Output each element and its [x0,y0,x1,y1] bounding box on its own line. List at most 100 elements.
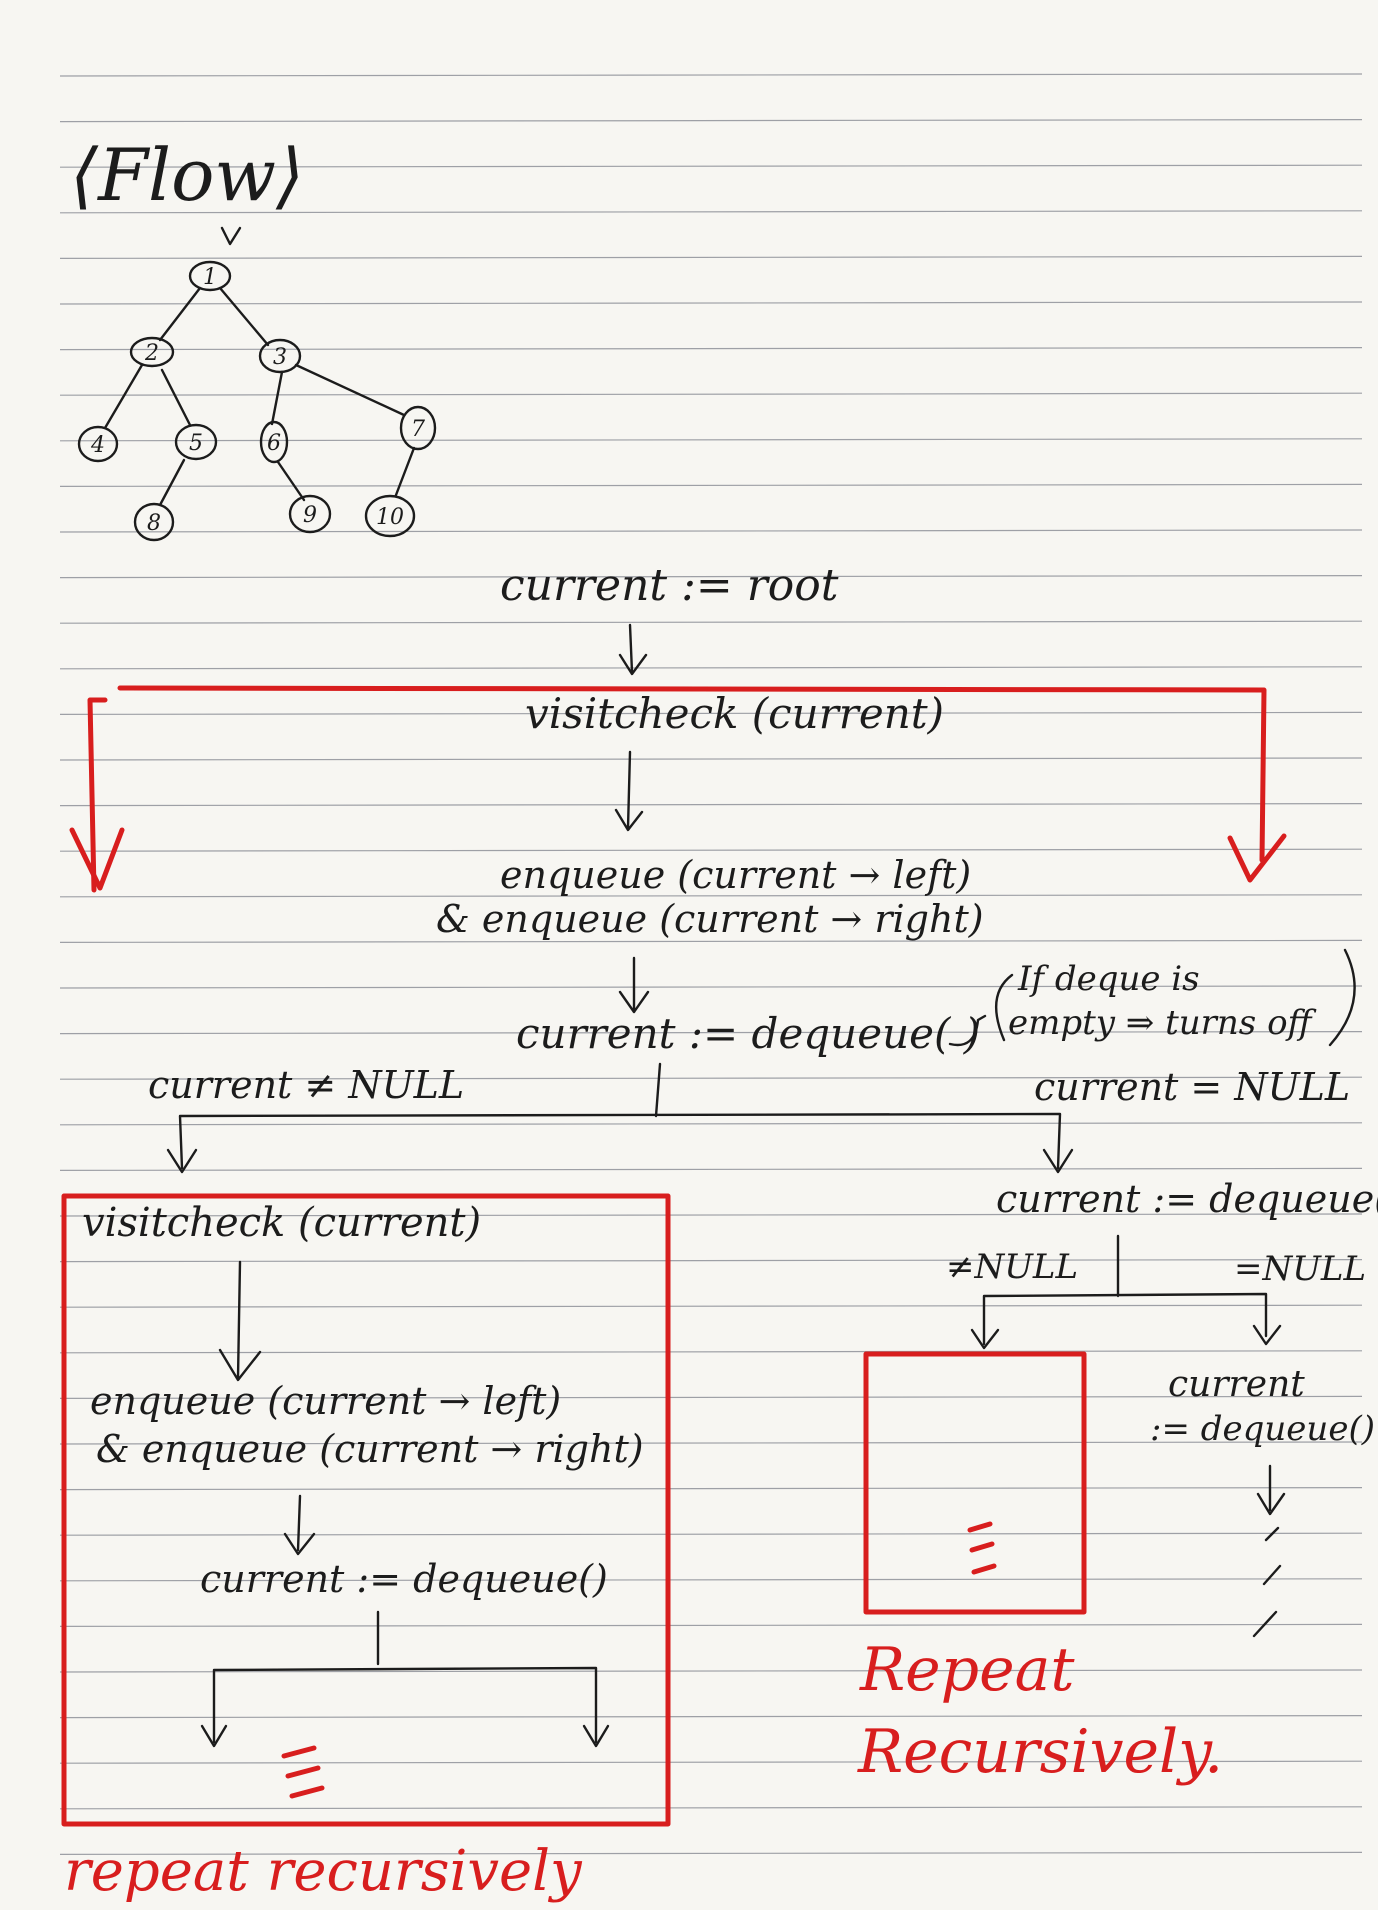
ruled-line [59,666,1363,670]
tree-node: 9 [288,494,332,534]
tree-node: 3 [258,338,302,374]
svg-text:6: 6 [267,431,281,456]
right-null-label: =NULL [1234,1249,1366,1289]
branch-connector [178,1062,1062,1170]
right-loop-box [863,1351,1087,1615]
ruled-line [59,73,1363,77]
tree-node: 2 [129,336,175,368]
ruled-line [59,894,1363,898]
ruled-line [59,1760,1363,1764]
svg-text:9: 9 [303,503,317,528]
ruled-line [59,255,1363,259]
visit-step: visitcheck (current) [525,689,944,738]
ruled-line [59,1669,1363,1673]
ruled-line [59,392,1363,396]
ruled-line [59,1578,1363,1582]
down-arrow-icon [970,1328,1000,1350]
ruled-line [59,985,1363,989]
svg-text:8: 8 [147,511,161,536]
down-arrow-icon [618,956,650,1014]
tree-node: 7 [399,405,437,451]
right-not-null-label: ≠NULL [946,1247,1078,1287]
ruled-line [59,1532,1363,1536]
tree-edges [103,286,416,507]
down-arrow-icon [218,1260,262,1382]
note-bracket [948,948,1356,1047]
ruled-line [59,939,1363,944]
right-repeat-caption-line2: Recursively. [857,1717,1223,1787]
ruled-line [59,711,1363,716]
ruled-line [59,1122,1363,1126]
branch-null-label: current = NULL [1034,1065,1350,1109]
tree-node: 5 [174,423,218,461]
down-arrow-icon [1256,1464,1286,1516]
red-down-arrow-icon [69,827,125,891]
left-enqueue-right-step: & enqueue (current → right) [96,1427,644,1471]
ruled-line [59,1167,1363,1172]
ruled-line [59,1851,1363,1856]
down-arrow-icon [166,1148,198,1174]
ruled-line [59,210,1363,214]
ruled-line [59,1441,1363,1445]
page-title: ⟨Flow⟩ [70,133,304,217]
ruled-line [59,1030,1363,1035]
svg-text:7: 7 [411,417,425,442]
left-loop-box [61,1193,671,1827]
ruled-line [59,1486,1363,1491]
ruled-line [59,620,1363,624]
ruled-line [59,1623,1363,1628]
tree-node: 10 [364,494,416,538]
title-down-arrow-icon [220,226,242,246]
ruled-line [59,1076,1363,1080]
right-current-label: current [1168,1364,1305,1405]
ruled-lines [59,73,1363,1856]
down-arrow-icon [1042,1148,1074,1174]
ruled-line [59,1350,1363,1354]
svg-text:2: 2 [144,341,159,366]
right-dequeue-step: current := dequeue( ) [996,1177,1378,1221]
down-arrow-icon [200,1724,228,1748]
ruled-line [59,574,1363,579]
continuation-dashes [967,1521,997,1575]
tree-nodes: 1 2 3 4 5 6 7 8 [77,260,437,542]
ruled-line [59,1806,1363,1810]
left-dequeue-step: current := dequeue() [200,1557,608,1601]
ruled-line [59,802,1363,807]
ruled-line [59,1258,1363,1263]
red-down-arrow-icon [1227,833,1287,883]
svg-text:1: 1 [203,265,217,290]
left-enqueue-left-step: enqueue (current → left) [90,1379,561,1423]
tree-node: 6 [259,420,289,464]
ruled-line [59,1213,1363,1217]
ruled-line [59,848,1363,852]
right-repeat-caption-line1: Repeat [859,1635,1075,1705]
svg-text:4: 4 [90,433,105,458]
down-arrow-icon [614,750,644,832]
down-arrow-icon [618,623,648,676]
init-step: current := root [500,560,839,611]
right-branch-connector [982,1234,1268,1346]
outer-red-bracket [87,685,1267,893]
left-repeat-caption: repeat recursively [64,1839,583,1904]
ruled-line [59,757,1363,761]
ruled-line [59,1395,1363,1400]
branch-not-null-label: current ≠ NULL [148,1063,464,1107]
ruled-line [59,483,1363,487]
ruled-line [59,1714,1363,1719]
enqueue-right-step: & enqueue (current → right) [436,897,984,941]
left-visit-step: visitcheck (current) [82,1200,481,1246]
ruled-line [59,438,1363,442]
enqueue-left-step: enqueue (current → left) [500,853,971,897]
dequeue-step: current := dequeue( ) [516,1009,980,1058]
down-arrow-icon [283,1494,316,1556]
tree-node: 8 [133,502,175,542]
tree-node: 1 [188,260,232,292]
svg-text:10: 10 [376,505,404,530]
right-dequeue-again: := dequeue() [1150,1409,1375,1449]
ruled-line [59,301,1363,305]
down-arrow-icon [1252,1324,1282,1346]
svg-text:3: 3 [273,345,287,370]
ruled-line [59,1304,1363,1308]
